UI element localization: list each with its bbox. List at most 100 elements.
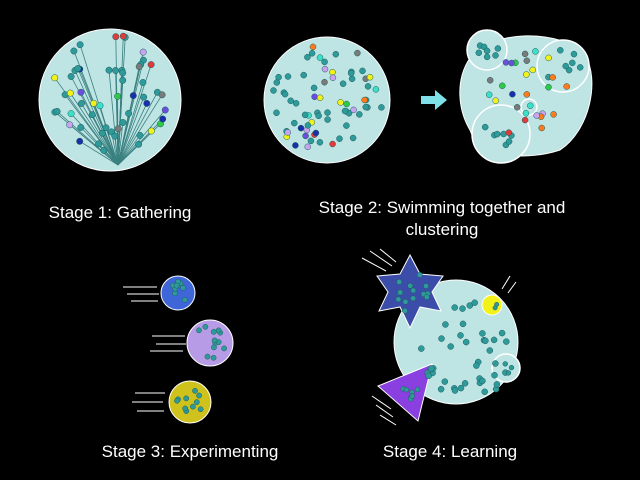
- stage2-label: Stage 2: Swimming together and clusterin…: [318, 198, 566, 239]
- particle: [125, 109, 133, 117]
- particle: [76, 41, 84, 49]
- particle: [475, 49, 483, 57]
- particle: [139, 48, 147, 56]
- trail-line: [117, 122, 124, 166]
- particle: [494, 45, 502, 52]
- speed-lines-small-yellow: [501, 275, 517, 294]
- particle: [482, 337, 489, 345]
- particle: [90, 99, 98, 107]
- particle: [523, 57, 531, 64]
- particle: [77, 123, 85, 131]
- particle: [538, 124, 545, 132]
- particle: [74, 65, 82, 72]
- speed-lines-yellow: [132, 392, 165, 412]
- particle: [395, 296, 402, 303]
- particle: [550, 111, 557, 118]
- particle: [136, 131, 144, 139]
- particle: [312, 129, 320, 137]
- particle: [67, 73, 75, 80]
- particle: [302, 132, 309, 140]
- particle: [457, 384, 465, 392]
- particle: [521, 116, 529, 124]
- trail-line: [91, 114, 119, 166]
- particle: [414, 386, 421, 393]
- particle: [492, 360, 499, 367]
- particle: [135, 63, 143, 71]
- particle: [70, 47, 78, 55]
- particle: [372, 86, 380, 93]
- particle: [66, 121, 74, 129]
- trail-line: [117, 135, 141, 166]
- stage4-particles: [395, 272, 515, 402]
- particle: [503, 338, 510, 345]
- particle: [173, 282, 180, 289]
- particle: [483, 47, 491, 55]
- particle: [100, 146, 108, 154]
- particle: [301, 111, 309, 119]
- particle: [491, 371, 498, 379]
- particle: [529, 66, 536, 74]
- stage2-arrow: [421, 90, 447, 110]
- particle: [316, 139, 324, 146]
- particle: [304, 122, 312, 129]
- particle: [321, 58, 328, 66]
- stage4-label: Stage 4: Learning: [382, 442, 518, 461]
- speed-lines-triangle: [371, 395, 397, 426]
- particle: [193, 399, 200, 405]
- stage1-membrane: [38, 28, 182, 172]
- particle: [105, 66, 113, 74]
- particle: [466, 302, 474, 309]
- particle: [147, 61, 155, 69]
- particle: [492, 305, 498, 311]
- particle: [336, 135, 343, 142]
- particle: [221, 345, 227, 352]
- particle: [321, 65, 329, 73]
- particle: [158, 91, 166, 99]
- particle: [119, 69, 127, 77]
- speed-lines-lavender: [150, 335, 186, 352]
- particle: [562, 62, 569, 70]
- particle: [402, 298, 409, 305]
- particle: [533, 112, 540, 119]
- particle: [492, 52, 499, 59]
- particle: [309, 43, 317, 51]
- particle: [356, 111, 363, 118]
- particle: [119, 32, 127, 40]
- particle: [347, 70, 355, 77]
- particle: [77, 88, 85, 96]
- particle: [343, 122, 350, 129]
- particle: [339, 80, 347, 87]
- particle: [119, 119, 127, 126]
- particle: [570, 50, 578, 58]
- particle: [315, 112, 322, 120]
- particle: [332, 50, 340, 58]
- trail-line: [108, 70, 119, 166]
- particle: [396, 279, 403, 285]
- particle: [416, 272, 423, 278]
- particle: [532, 48, 539, 55]
- particle: [459, 305, 466, 312]
- particle: [112, 33, 120, 41]
- trail-line: [79, 140, 119, 166]
- particle: [366, 73, 374, 81]
- particle: [459, 320, 467, 328]
- particle: [354, 49, 361, 57]
- particle: [438, 335, 445, 342]
- particle: [119, 76, 127, 84]
- particle: [114, 92, 122, 100]
- particle: [174, 397, 180, 404]
- particle: [139, 79, 147, 86]
- particle: [403, 387, 409, 393]
- small-light-subcell: [491, 353, 521, 383]
- particle: [202, 323, 209, 330]
- particle: [425, 372, 432, 380]
- particle: [473, 362, 480, 369]
- particle: [521, 50, 529, 58]
- particle: [409, 393, 415, 399]
- particle: [112, 67, 120, 74]
- particle: [493, 381, 501, 388]
- particle: [98, 129, 106, 137]
- particle: [211, 344, 217, 351]
- particle: [471, 299, 478, 306]
- speed-lines-blue: [123, 286, 159, 302]
